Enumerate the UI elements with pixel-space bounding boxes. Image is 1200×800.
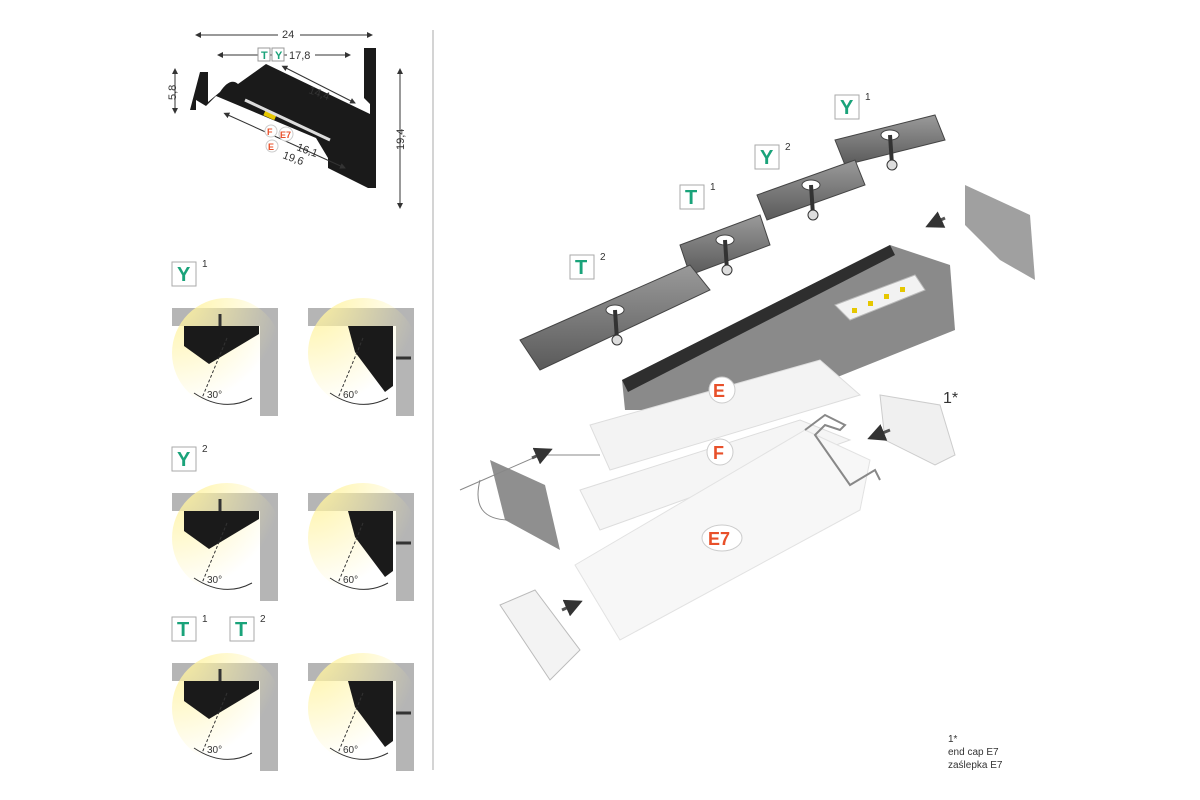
angle-label: 30° — [207, 390, 222, 401]
beam-line — [337, 522, 364, 584]
label-e: E — [713, 381, 725, 401]
beam-line — [337, 692, 364, 754]
angle-label: 60° — [343, 575, 358, 586]
end-cap-marker: 1* — [943, 390, 958, 407]
footnote: 1* end cap E7 zaślepka E7 — [948, 734, 1003, 771]
label-superscript: 1 — [202, 259, 208, 270]
screw-tip — [721, 264, 733, 276]
angle-arc — [193, 392, 253, 405]
end-cap-e7-left — [499, 589, 581, 681]
screw-tip — [611, 334, 623, 346]
label-letter: T — [177, 619, 189, 641]
cross-section: 24 T Y 17,8 5,8 19,4 14,4 F E7 16,1 E 19… — [167, 28, 407, 209]
dim-height: 19,4 — [395, 129, 407, 150]
label-letter: T — [235, 619, 247, 641]
beam-line — [337, 337, 364, 399]
mount-diagram-wall: 60° — [308, 298, 418, 416]
angle-arc — [329, 747, 389, 760]
profile-mounted — [184, 681, 259, 719]
end-cap-left — [490, 460, 560, 550]
profile-mounted — [184, 511, 259, 549]
mount-diagram-ceiling: 30° — [172, 298, 282, 416]
beam-line — [201, 692, 228, 754]
footnote-line2: zaślepka E7 — [948, 760, 1003, 771]
led-strip — [834, 274, 926, 321]
label-f: F — [713, 443, 724, 463]
beam-line — [201, 522, 228, 584]
label-letter: Y — [840, 97, 854, 119]
profile-mounted — [184, 326, 259, 364]
profile-mounted — [348, 681, 393, 747]
dim-inner-width: 17,8 — [289, 50, 310, 62]
profile-mounted — [348, 511, 393, 577]
screw-tip — [886, 159, 898, 171]
label-superscript: 2 — [202, 444, 208, 455]
end-cap-right — [965, 185, 1035, 280]
tag-f: F — [267, 127, 273, 137]
label-superscript: 2 — [785, 142, 791, 153]
angle-arc — [329, 577, 389, 590]
mounting-clip — [756, 159, 866, 221]
profile-mounted — [348, 326, 393, 392]
angle-label: 60° — [343, 390, 358, 401]
mount-diagram-wall: 60° — [308, 653, 418, 771]
mounting-clip — [679, 214, 771, 276]
dim-width: 24 — [282, 29, 294, 41]
label-superscript: 1 — [710, 182, 716, 193]
label-superscript: 1 — [865, 92, 871, 103]
label-superscript: 2 — [260, 614, 266, 625]
diffuser-e — [589, 359, 862, 471]
beam-line — [201, 337, 228, 399]
label-letter: T — [575, 257, 587, 279]
angle-label: 30° — [207, 575, 222, 586]
tag-y: Y — [275, 50, 283, 62]
label-letter: T — [685, 187, 697, 209]
angle-arc — [193, 747, 253, 760]
mount-diagram-ceiling: 30° — [172, 483, 282, 601]
footnote-line1: end cap E7 — [948, 747, 999, 758]
tag-e7: E7 — [280, 130, 291, 140]
label-letter: Y — [760, 147, 774, 169]
mount-diagram-wall: 60° — [308, 483, 418, 601]
tag-e: E — [268, 142, 274, 152]
mounting-clip — [834, 114, 946, 171]
label-superscript: 1 — [202, 614, 208, 625]
angle-arc — [329, 392, 389, 405]
label-e7: E7 — [708, 529, 730, 549]
profile-body — [622, 245, 955, 410]
angle-label: 30° — [207, 745, 222, 756]
screw-tip — [807, 209, 819, 221]
mount-diagram-ceiling: 30° — [172, 653, 282, 771]
angle-label: 60° — [343, 745, 358, 756]
dim-depth: 5,8 — [167, 85, 179, 100]
mounting-clip — [519, 264, 711, 371]
label-superscript: 2 — [600, 252, 606, 263]
footnote-marker: 1* — [948, 734, 958, 745]
label-letter: Y — [177, 449, 191, 471]
angle-arc — [193, 577, 253, 590]
assembly-arrows — [531, 211, 946, 617]
label-letter: Y — [177, 264, 191, 286]
tag-t: T — [261, 50, 268, 62]
